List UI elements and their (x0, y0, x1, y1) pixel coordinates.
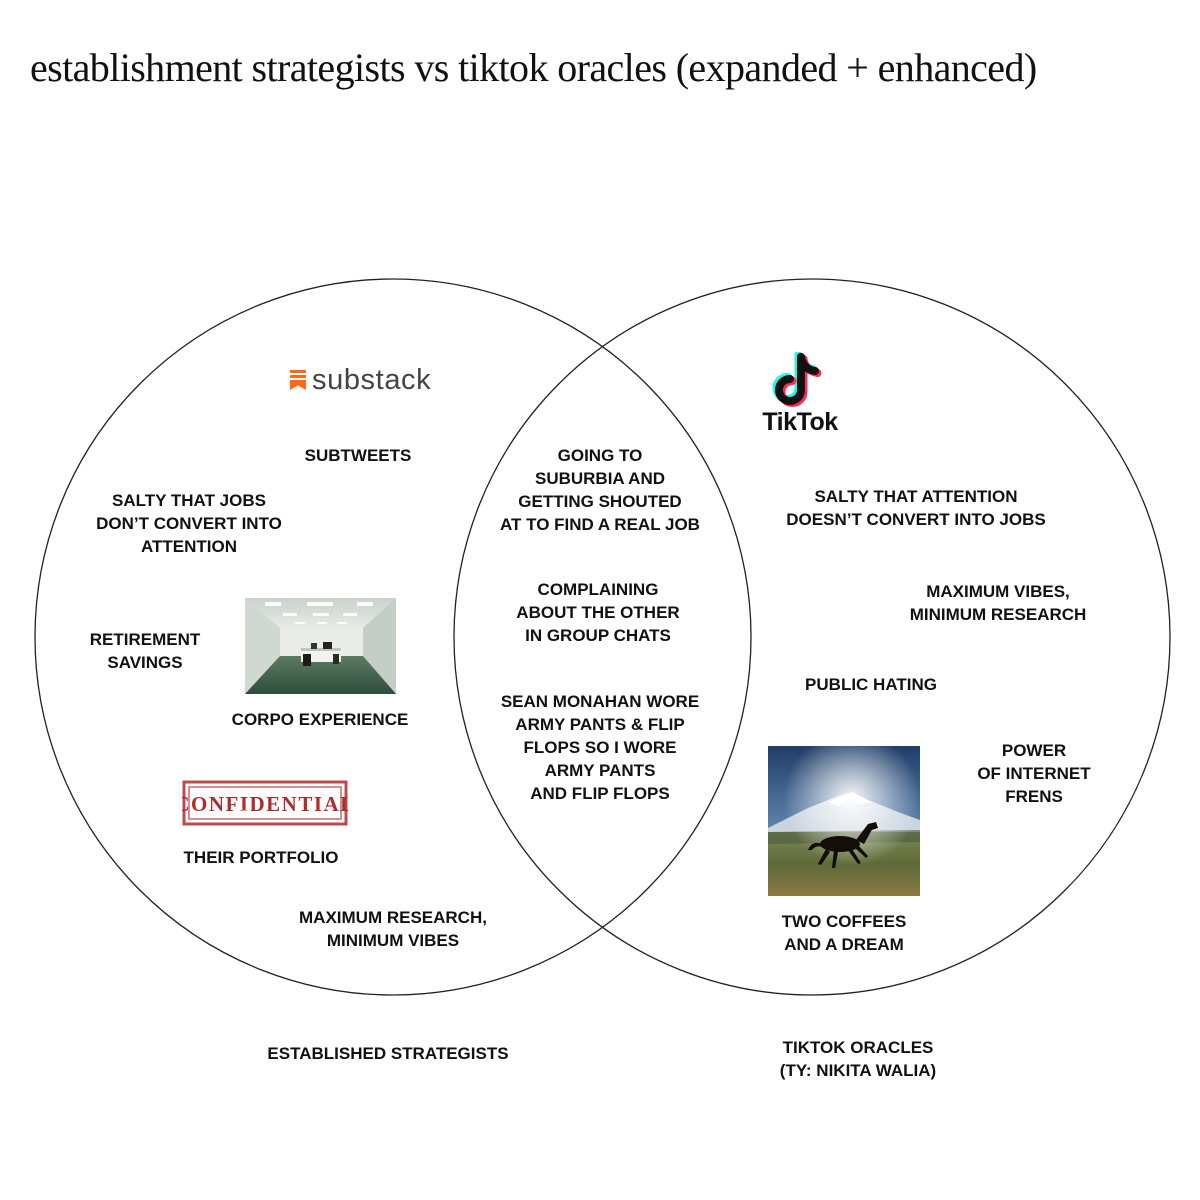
office-image (245, 598, 396, 694)
confidential-stamp-image: CONFIDENTIAL (182, 780, 348, 826)
right-item-max-vibes: MAXIMUM VIBES, MINIMUM RESEARCH (909, 582, 1087, 624)
left-item-subtweets: SUBTWEETS (304, 446, 412, 465)
office-photo (245, 598, 396, 694)
page-title: establishment strategists vs tiktok orac… (30, 45, 1037, 90)
overlap-item-suburbia: GOING TO SUBURBIA AND GETTING SHOUTED AT… (500, 446, 700, 534)
right-caption: TIKTOK ORACLES (TY: NIKITA WALIA) (779, 1038, 937, 1080)
confidential-stamp-text: CONFIDENTIAL (182, 792, 348, 816)
substack-icon (290, 370, 306, 390)
right-item-salty-attention: SALTY THAT ATTENTION DOESN’T CONVERT INT… (786, 487, 1046, 529)
horse-mountain-photo (768, 746, 920, 896)
left-item-retirement-savings: RETIREMENT SAVINGS (89, 630, 201, 672)
overlap-item-complaining: COMPLAINING ABOUT THE OTHER IN GROUP CHA… (516, 580, 680, 645)
horse-image (768, 746, 920, 896)
left-item-max-research: MAXIMUM RESEARCH, MINIMUM VIBES (299, 908, 487, 950)
overlap-item-sean-monahan: SEAN MONAHAN WORE ARMY PANTS & FLIP FLOP… (500, 692, 700, 803)
left-circle (34, 278, 752, 996)
tiktok-note-icon (772, 352, 822, 407)
left-item-their-portfolio: THEIR PORTFOLIO (183, 848, 339, 867)
tiktok-wordmark: TikTok (762, 408, 838, 436)
tiktok-logo: TikTok (752, 352, 848, 442)
left-item-salty-jobs: SALTY THAT JOBS DON’T CONVERT INTO ATTEN… (96, 491, 282, 556)
right-circle (453, 278, 1171, 996)
left-caption: ESTABLISHED STRATEGISTS (267, 1044, 509, 1063)
right-item-internet-frens: POWER OF INTERNET FRENS (977, 741, 1091, 806)
substack-logo: substack (290, 362, 431, 398)
right-item-two-coffees: TWO COFFEES AND A DREAM (781, 912, 907, 954)
substack-wordmark: substack (312, 363, 432, 396)
right-item-public-hating: PUBLIC HATING (805, 675, 937, 694)
left-item-corpo-experience: CORPO EXPERIENCE (231, 710, 409, 729)
